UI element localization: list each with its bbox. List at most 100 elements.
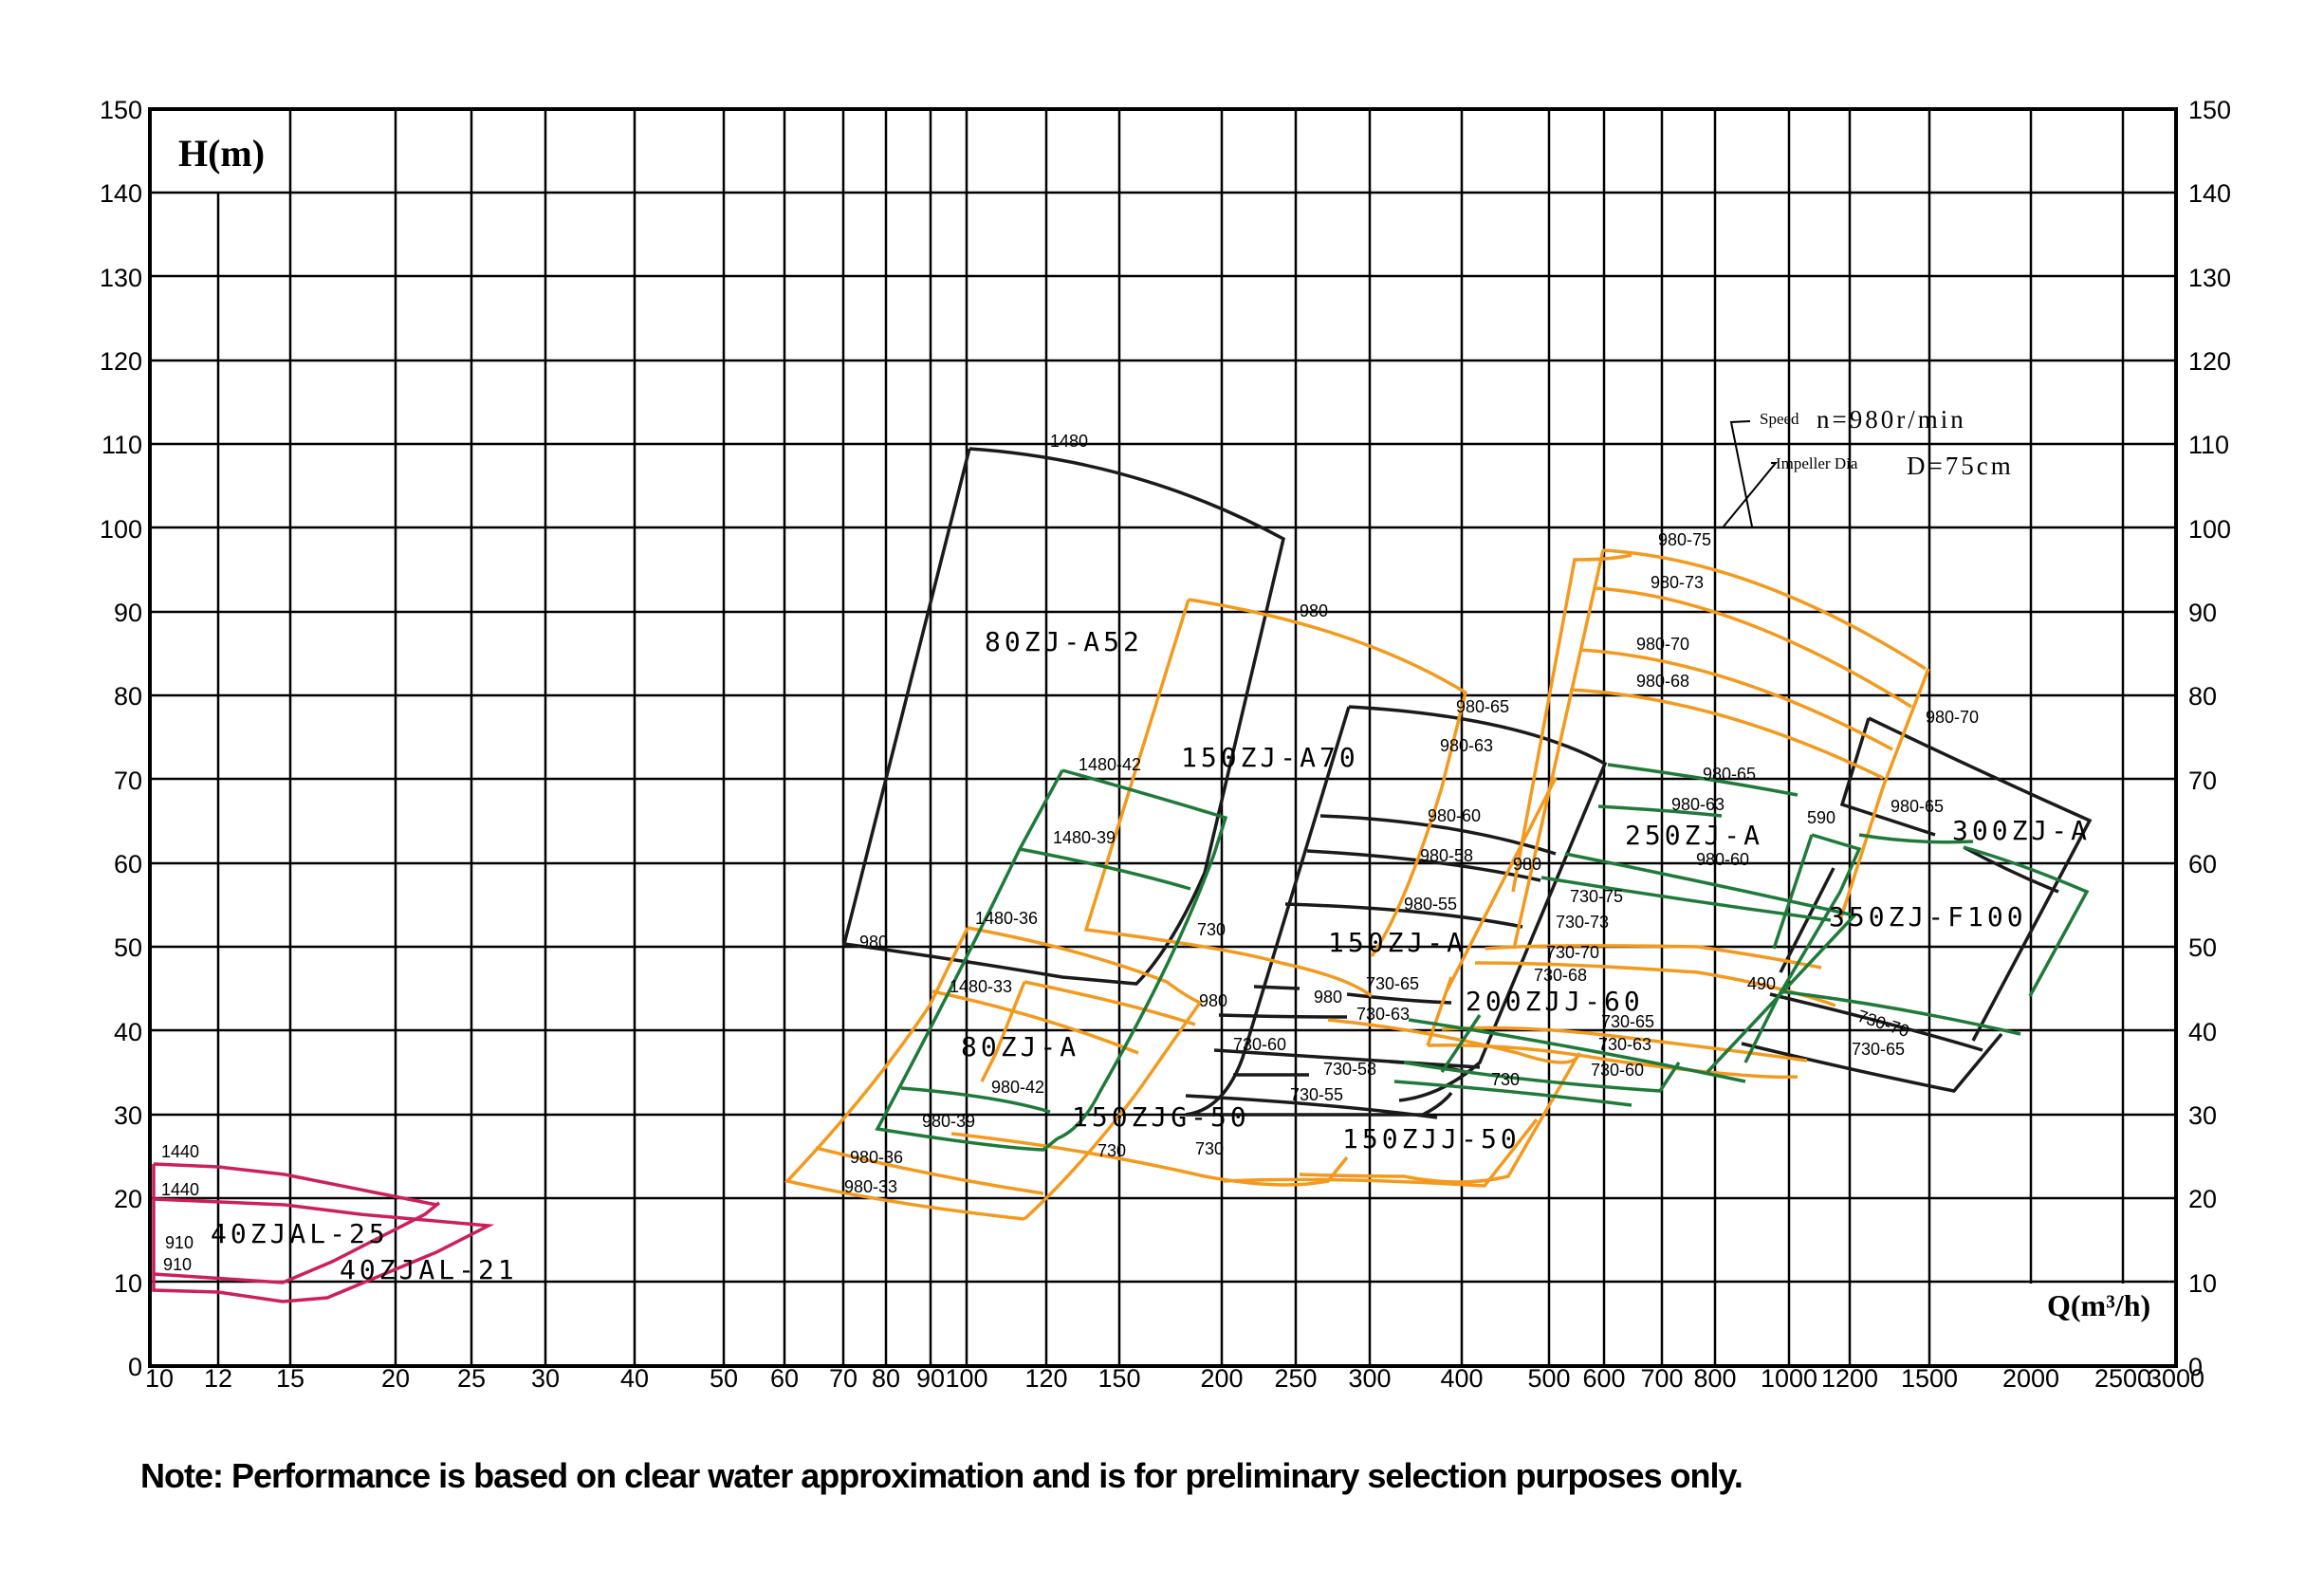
svg-text:30: 30 xyxy=(114,1101,142,1130)
series-300zj-a xyxy=(1741,716,2093,1093)
x-tick-label: 2000 xyxy=(2002,1364,2059,1393)
svg-text:350ZJ-F100: 350ZJ-F100 xyxy=(1829,901,2027,933)
svg-text:250ZJ-A: 250ZJ-A xyxy=(1625,820,1763,851)
y-axis-title: H(m) xyxy=(178,132,265,175)
svg-text:1480-33: 1480-33 xyxy=(950,977,1012,996)
svg-text:10: 10 xyxy=(114,1269,142,1298)
x-tick-label: 30 xyxy=(531,1364,560,1393)
x-tick-label: 15 xyxy=(276,1364,304,1393)
svg-text:980: 980 xyxy=(859,933,888,952)
x-tick-label: 250 xyxy=(1274,1364,1317,1393)
svg-text:980-65: 980-65 xyxy=(1703,765,1756,784)
svg-text:0: 0 xyxy=(128,1353,142,1381)
curve-labels: 1480 980 980 730 1480-42 1480-39 1480-36… xyxy=(161,432,1979,1274)
svg-text:110: 110 xyxy=(2188,431,2229,459)
x-tick-label: 100 xyxy=(945,1364,987,1393)
svg-text:20: 20 xyxy=(114,1185,142,1213)
svg-text:980-73: 980-73 xyxy=(1651,573,1704,592)
grid-vertical xyxy=(216,109,2125,1366)
x-tick-label: 12 xyxy=(204,1364,232,1393)
x-tick-label: 40 xyxy=(620,1364,649,1393)
svg-text:910: 910 xyxy=(163,1255,192,1274)
svg-text:60: 60 xyxy=(114,850,142,878)
x-tick-label: 90 xyxy=(916,1364,945,1393)
svg-text:980-70: 980-70 xyxy=(1926,708,1979,727)
svg-text:980-36: 980-36 xyxy=(850,1148,903,1167)
svg-text:1440: 1440 xyxy=(161,1142,199,1161)
svg-text:100: 100 xyxy=(2188,515,2231,544)
svg-text:130: 130 xyxy=(2188,264,2231,292)
grid-horizontal xyxy=(150,191,2176,1284)
svg-text:10: 10 xyxy=(2188,1269,2217,1298)
svg-text:40: 40 xyxy=(2188,1018,2217,1046)
svg-text:200ZJJ-60: 200ZJJ-60 xyxy=(1466,986,1644,1017)
svg-text:980-65: 980-65 xyxy=(1456,697,1509,716)
svg-text:130: 130 xyxy=(100,264,142,292)
svg-text:70: 70 xyxy=(2188,767,2217,795)
series-40zjal xyxy=(152,1162,495,1303)
svg-text:1480-39: 1480-39 xyxy=(1053,828,1116,847)
svg-text:730: 730 xyxy=(1097,1141,1126,1160)
svg-text:730: 730 xyxy=(1491,1070,1520,1089)
legend-leaders xyxy=(1723,420,1779,527)
series-150zj-a70 xyxy=(1083,598,1468,998)
svg-text:980: 980 xyxy=(1314,988,1342,1007)
svg-text:90: 90 xyxy=(2188,599,2217,627)
svg-text:730-73: 730-73 xyxy=(1556,913,1609,932)
svg-text:590: 590 xyxy=(1807,808,1835,827)
svg-text:980-65: 980-65 xyxy=(1891,797,1944,816)
x-tick-label: 150 xyxy=(1097,1364,1140,1393)
svg-text:120: 120 xyxy=(2188,347,2231,376)
svg-text:980: 980 xyxy=(1199,991,1227,1010)
x-axis-title: Q(m³/h) xyxy=(2047,1288,2150,1322)
x-tick-label: 50 xyxy=(710,1364,738,1393)
svg-text:730-65: 730-65 xyxy=(1852,1040,1905,1059)
svg-text:80: 80 xyxy=(114,682,142,711)
speed-value: n=980r/min xyxy=(1817,405,1966,434)
x-tick-label: 3000 xyxy=(2148,1364,2204,1393)
y-ticks-left: 0 10 20 30 40 50 60 70 80 90 100 110 120… xyxy=(100,96,142,1381)
svg-text:40ZJAL-25: 40ZJAL-25 xyxy=(211,1218,389,1249)
x-tick-label: 20 xyxy=(381,1364,410,1393)
svg-text:730-65: 730-65 xyxy=(1601,1012,1654,1031)
x-tick-label: 60 xyxy=(770,1364,799,1393)
series-150zjg-50 xyxy=(784,926,1539,1221)
svg-text:90: 90 xyxy=(114,599,142,627)
svg-text:300ZJ-A: 300ZJ-A xyxy=(1952,815,2091,846)
svg-text:40: 40 xyxy=(114,1018,142,1046)
svg-text:730-70: 730-70 xyxy=(1546,943,1599,962)
svg-text:730-65: 730-65 xyxy=(1366,974,1419,993)
x-tick-label: 300 xyxy=(1348,1364,1391,1393)
svg-text:100: 100 xyxy=(100,515,142,544)
svg-text:50: 50 xyxy=(2188,933,2217,962)
svg-text:980-60: 980-60 xyxy=(1428,806,1481,825)
svg-text:980-39: 980-39 xyxy=(922,1112,975,1131)
x-tick-label: 25 xyxy=(457,1364,486,1393)
svg-text:140: 140 xyxy=(2188,179,2231,208)
speed-label: Speed xyxy=(1760,410,1799,428)
series-150zj-a xyxy=(1185,705,1608,1117)
svg-text:50: 50 xyxy=(114,933,142,962)
x-tick-label: 70 xyxy=(829,1364,858,1393)
impeller-dia-label: Impeller Dia xyxy=(1776,454,1858,472)
svg-text:1440: 1440 xyxy=(161,1180,199,1199)
series-80zj-a xyxy=(875,768,1228,1152)
svg-text:730: 730 xyxy=(1197,920,1226,939)
svg-text:730-75: 730-75 xyxy=(1570,887,1623,906)
impeller-dia-value: D=75cm xyxy=(1907,452,2014,480)
svg-text:730-63: 730-63 xyxy=(1598,1035,1651,1054)
x-tick-label: 10 xyxy=(145,1364,174,1393)
svg-text:730-63: 730-63 xyxy=(1356,1005,1410,1024)
svg-text:980: 980 xyxy=(1513,855,1541,874)
svg-text:1480-42: 1480-42 xyxy=(1079,755,1141,774)
svg-text:730-68: 730-68 xyxy=(1534,966,1587,985)
y-ticks-right: 0 10 20 30 40 50 60 70 80 90 100 110 120… xyxy=(2188,96,2231,1381)
svg-text:980-60: 980-60 xyxy=(1696,850,1749,869)
svg-text:980-63: 980-63 xyxy=(1440,736,1493,755)
x-tick-label: 600 xyxy=(1582,1364,1625,1393)
svg-text:110: 110 xyxy=(101,431,142,459)
svg-text:980-70: 980-70 xyxy=(1636,635,1689,654)
x-tick-label: 120 xyxy=(1024,1364,1067,1393)
